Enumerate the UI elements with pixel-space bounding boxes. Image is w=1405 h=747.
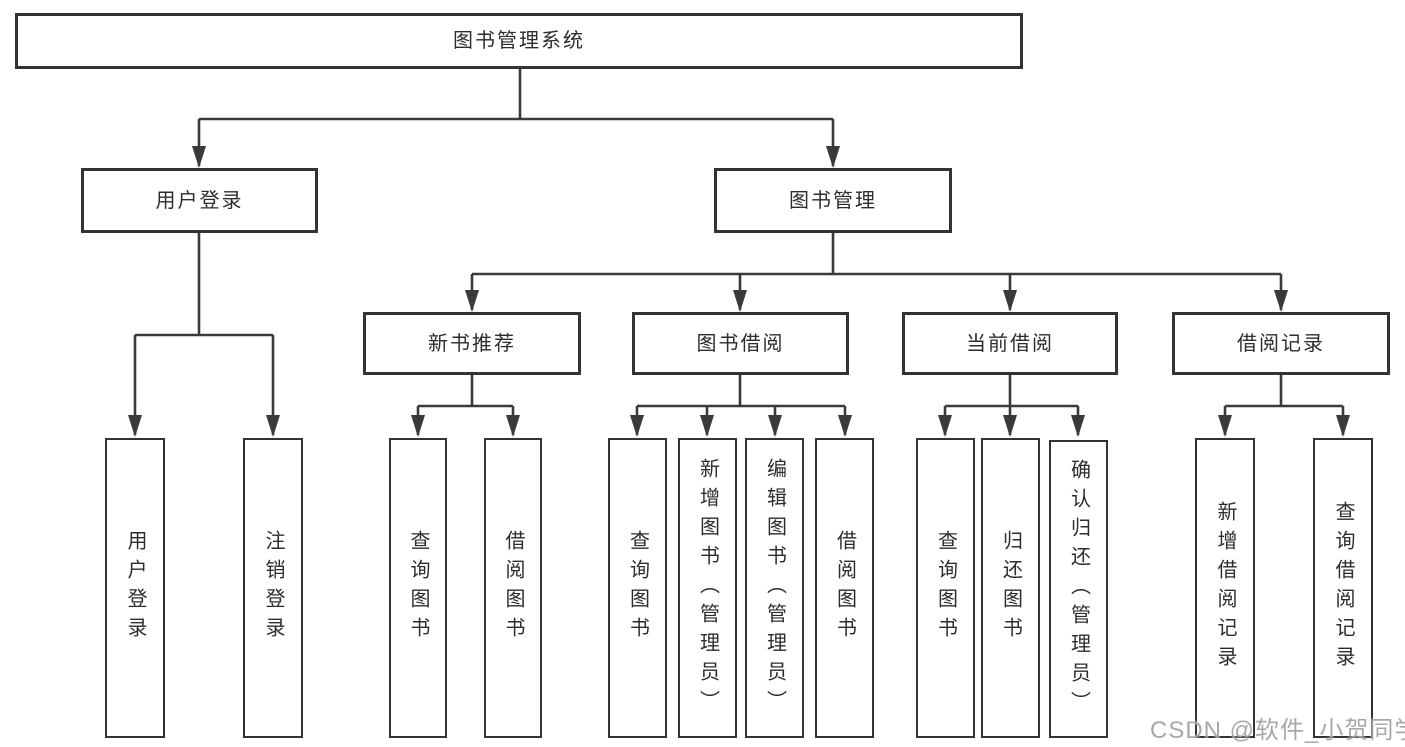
node-leaf-query-books-borrowing: 查询图书 (608, 438, 667, 738)
node-leaf-add-books-admin: 新增图书（管理员） (678, 438, 737, 738)
node-book-management: 图书管理 (714, 168, 952, 233)
leaf-label: 查询图书 (626, 530, 649, 646)
node-leaf-return-books: 归还图书 (981, 438, 1040, 738)
node-book-borrowing: 图书借阅 (632, 312, 849, 375)
node-leaf-user-login: 用户登录 (105, 438, 165, 738)
leaf-label: 归还图书 (999, 530, 1022, 646)
node-new-book-recommend: 新书推荐 (363, 312, 581, 375)
node-leaf-add-borrow-record: 新增借阅记录 (1195, 438, 1255, 738)
node-leaf-borrow-books: 借阅图书 (815, 438, 874, 738)
node-leaf-query-books-current: 查询图书 (916, 438, 975, 738)
node-leaf-edit-books-admin: 编辑图书（管理员） (745, 438, 804, 738)
watermark: CSDN @软件_小贺同学 (1150, 717, 1405, 744)
node-leaf-borrow-books-recommend: 借阅图书 (484, 438, 542, 738)
leaf-label: 借阅图书 (833, 530, 856, 646)
leaf-label: 新增借阅记录 (1214, 501, 1236, 675)
leaf-label: 确认归还（管理员） (1067, 458, 1090, 720)
leaf-label: 查询图书 (934, 530, 957, 646)
leaf-label: 用户登录 (124, 530, 146, 646)
node-user-login: 用户登录 (81, 168, 318, 233)
node-root: 图书管理系统 (15, 13, 1023, 69)
leaf-label: 新增图书（管理员） (696, 457, 719, 719)
node-leaf-query-borrow-record: 查询借阅记录 (1313, 438, 1373, 738)
node-current-borrowing: 当前借阅 (902, 312, 1118, 375)
node-borrowing-records: 借阅记录 (1172, 312, 1390, 375)
leaf-label: 借阅图书 (502, 530, 524, 646)
leaf-label: 查询图书 (407, 530, 429, 646)
leaf-label: 查询借阅记录 (1332, 501, 1354, 675)
node-leaf-confirm-return-admin: 确认归还（管理员） (1049, 440, 1108, 738)
node-leaf-query-books-recommend: 查询图书 (389, 438, 447, 738)
leaf-label: 编辑图书（管理员） (763, 457, 786, 719)
leaf-label: 注销登录 (262, 530, 284, 646)
node-leaf-logout: 注销登录 (243, 438, 303, 738)
